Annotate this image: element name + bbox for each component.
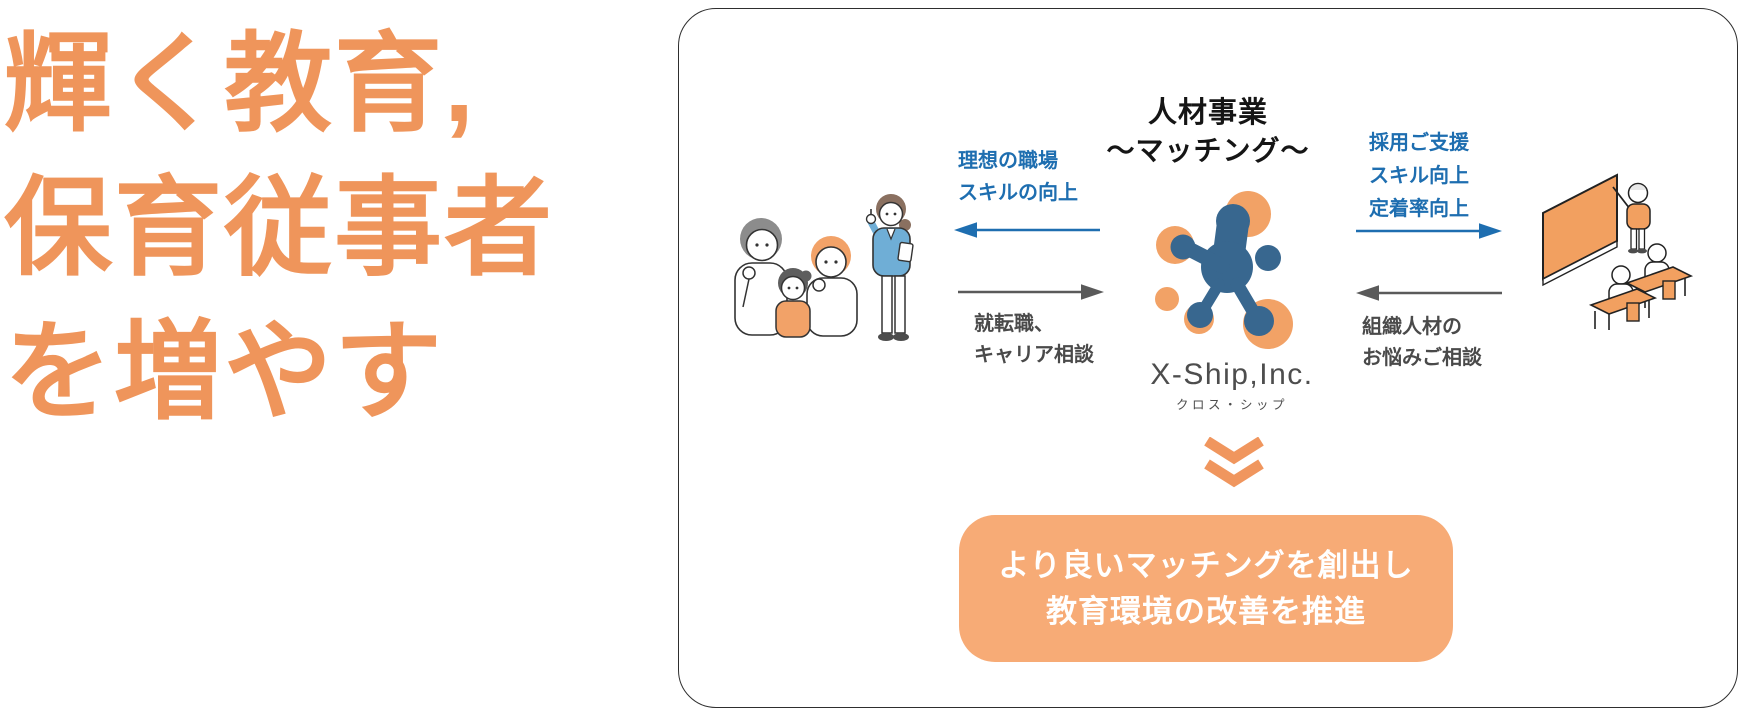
advisor-pointing-hand xyxy=(865,213,877,225)
company-name: X-Ship,Inc. xyxy=(1150,358,1314,391)
woman-hand xyxy=(812,278,826,292)
headline-line-1: 輝く教育, xyxy=(4,23,477,144)
logo-blue-molecule xyxy=(1170,204,1281,336)
left-benefit-line-2: スキルの向上 xyxy=(958,182,1078,204)
right-request-label: 組織人材の お悩みご相談 xyxy=(1362,312,1482,374)
blue-arrow-left-icon xyxy=(954,222,1100,238)
blue-arrow-right-icon xyxy=(1356,223,1502,239)
company-name-reading: クロス・シップ xyxy=(1175,398,1288,412)
right-benefit-label: 採用ご支援 スキル向上 定着率向上 xyxy=(1369,127,1469,226)
left-request-line-2: キャリア相談 xyxy=(974,344,1094,366)
jobseekers-illustration xyxy=(734,194,914,341)
gray-arrow-left-icon xyxy=(1356,285,1502,301)
right-benefit-line-2: スキル向上 xyxy=(1369,165,1469,187)
outcome-banner: より良いマッチングを創出し 教育環境の改善を推進 xyxy=(959,515,1453,662)
right-benefit-line-3: 定着率向上 xyxy=(1369,198,1469,220)
double-chevron-down-icon xyxy=(1204,437,1264,488)
x-ship-logo-mark xyxy=(1155,191,1293,349)
advisor-notebook xyxy=(897,241,914,263)
headline: 輝く教育, 保育従事者 を増やす xyxy=(4,12,554,444)
headline-line-2: 保育従事者 xyxy=(4,167,555,288)
teacher-cap xyxy=(1628,182,1648,191)
headline-line-3: を増やす xyxy=(4,311,445,432)
right-request-line-1: 組織人材の xyxy=(1362,316,1462,338)
gray-arrow-right-icon xyxy=(958,284,1104,300)
outcome-line-1: より良いマッチングを創出し xyxy=(998,547,1414,583)
teacher-shirt xyxy=(1626,203,1651,230)
business-diagram-card: 人材事業 〜マッチング〜 xyxy=(678,8,1738,708)
diagram-title-line-2: 〜マッチング〜 xyxy=(1106,135,1310,166)
right-benefit-line-1: 採用ご支援 xyxy=(1369,132,1469,154)
desk xyxy=(1588,288,1658,315)
pointer-stick xyxy=(1612,186,1631,210)
man-hand xyxy=(742,266,756,280)
diagram-title: 人材事業 〜マッチング〜 xyxy=(679,95,1737,169)
girl-shirt xyxy=(775,300,811,338)
outcome-line-2: 教育環境の改善を推進 xyxy=(1046,593,1366,629)
right-request-line-2: お悩みご相談 xyxy=(1362,347,1482,369)
diagram-title-line-1: 人材事業 xyxy=(1147,97,1268,129)
left-request-label: 就転職、 キャリア相談 xyxy=(974,309,1094,371)
left-benefit-label: 理想の職場 スキルの向上 xyxy=(958,145,1078,209)
left-benefit-line-1: 理想の職場 xyxy=(958,150,1058,172)
desk xyxy=(1624,266,1694,293)
classroom-illustration xyxy=(1542,173,1694,330)
left-request-line-1: 就転職、 xyxy=(974,313,1054,335)
